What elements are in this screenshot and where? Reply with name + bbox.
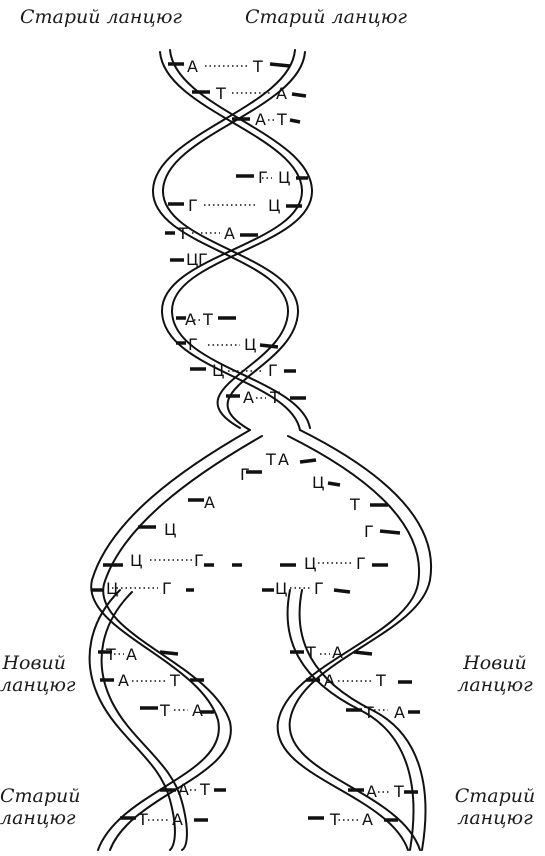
base-letter: А (332, 643, 343, 662)
base-letter: А (224, 224, 235, 243)
base-letter: А (118, 671, 129, 690)
caption-line: Старий (454, 785, 536, 807)
base-letter: Г (188, 196, 198, 215)
caption-new-strand-right: Новий ланцюг (446, 652, 544, 696)
base-letter: Т (202, 310, 213, 329)
old-strand-a-inner (169, 49, 314, 429)
fork-left-outer-inner (102, 435, 263, 851)
base-letter: Т (105, 645, 116, 664)
base-letter: Г (194, 551, 204, 570)
hydrogen-bonds (112, 65, 390, 821)
caption-new-strand-left: Новий ланцюг (0, 652, 76, 696)
base-letters: А Т Т А А Т Г Ц Г Ц Т А Ц Г А Т Г Ц Ц Г … (105, 57, 405, 829)
old-strand-b-inner (151, 49, 296, 429)
base-letter: Т (252, 57, 263, 76)
base-letter: А (126, 645, 137, 664)
base-letter: А (192, 701, 203, 720)
fork-left-inner (88, 589, 176, 851)
base-letter: А (394, 703, 405, 722)
caption-old-strand-bottom-right: Старий ланцюг (446, 785, 544, 829)
base-letter: А (366, 782, 377, 801)
caption-old-strand-top-left: Старий ланцюг (19, 6, 183, 28)
base-letter: А (243, 388, 254, 407)
base-letter: Ц (106, 579, 118, 598)
caption-line: Новий (2, 652, 66, 674)
old-strand-b (161, 51, 306, 431)
base-letter: Ц (275, 579, 287, 598)
base-letter: Ц (244, 335, 256, 354)
base-letter: Т (215, 84, 226, 103)
caption-old-strand-bottom-left: Старий ланцюг (0, 785, 81, 829)
caption-old-strand-top-right: Старий ланцюг (244, 6, 408, 28)
base-pair-ticks (92, 62, 420, 822)
base-letter: Г (240, 465, 250, 484)
base-letter: А (185, 310, 196, 329)
base-letter: Г (258, 168, 268, 187)
base-letter: Т (305, 643, 316, 662)
base-letter: Г (356, 554, 366, 573)
base-letter: Т (169, 671, 180, 690)
fork-left-outer (90, 429, 251, 851)
base-letter: Ц (186, 250, 198, 269)
base-letter: Г (162, 579, 172, 598)
fork-right-outer (288, 429, 433, 851)
base-letter: Т (159, 701, 170, 720)
base-letter: А (255, 110, 266, 129)
base-letter: Ц (130, 551, 142, 570)
caption-line: Новий (463, 652, 527, 674)
base-letter: Т (265, 450, 276, 469)
caption-line: ланцюг (0, 807, 76, 829)
base-letter: А (276, 84, 287, 103)
base-letter: Т (269, 388, 280, 407)
base-letter: А (362, 810, 373, 829)
base-letter: Ц (212, 361, 224, 380)
base-letter: Т (375, 671, 386, 690)
base-letter: А (278, 450, 289, 469)
base-letter: А (172, 810, 183, 829)
base-letter: Г (268, 361, 278, 380)
caption-line: ланцюг (457, 674, 533, 696)
base-letter: А (204, 493, 215, 512)
base-letter: Т (199, 780, 210, 799)
caption-line: ланцюг (0, 674, 76, 696)
base-letter: Г (198, 250, 208, 269)
fork-right-inner-b (298, 589, 427, 851)
base-letter: Т (329, 810, 340, 829)
base-letter: Ц (312, 473, 324, 492)
base-letter: Ц (304, 554, 316, 573)
base-letter: А (324, 671, 335, 690)
base-letter: Т (177, 224, 188, 243)
base-letter: Т (137, 810, 148, 829)
base-letter: Т (276, 110, 287, 129)
base-letter: Г (188, 335, 198, 354)
caption-line: Старий (0, 785, 81, 807)
caption-line: ланцюг (457, 807, 533, 829)
base-letter: А (187, 57, 198, 76)
fork-left-inner-b (100, 591, 188, 851)
base-letter: А (178, 780, 189, 799)
base-letter: Г (364, 522, 374, 541)
base-letter: Т (393, 782, 404, 801)
base-letter: Т (349, 495, 360, 514)
base-letter: Ц (268, 196, 280, 215)
base-letter: Ц (164, 520, 176, 539)
base-letter: Г (314, 579, 324, 598)
base-letter: Т (363, 703, 374, 722)
base-letter: Ц (278, 168, 290, 187)
